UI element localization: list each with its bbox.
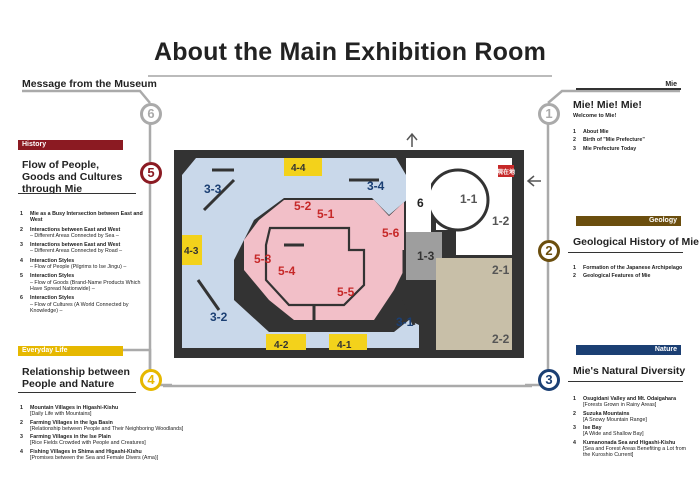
section-6-marker: 6 — [140, 103, 162, 125]
geology-tag: Geology — [576, 216, 681, 226]
label-6: 6 — [417, 196, 424, 210]
label-3-2: 3-2 — [210, 310, 228, 324]
history-title: Flow of People, Goods and Cultures throu… — [22, 159, 123, 195]
zone-2 — [436, 258, 512, 350]
everyday-life-rule — [18, 392, 136, 393]
floor-map: 現在地 1-1 1-2 1-3 6 2-1 2-2 3-1 3-2 3-3 3-… — [174, 150, 524, 358]
exit-arrow-icon — [406, 132, 418, 147]
entrance-arrow-icon — [526, 175, 541, 187]
label-2-2: 2-2 — [492, 332, 510, 346]
mie-subtitle: Welcome to Mie! — [573, 113, 617, 119]
page-title: About the Main Exhibition Room — [153, 38, 547, 66]
section-1-marker: 1 — [538, 103, 560, 125]
zone-4-1 — [329, 334, 367, 350]
zone-1-rotunda — [426, 168, 490, 232]
nature-title: Mie's Natural Diversity — [573, 365, 686, 377]
nature-tag: Nature — [576, 345, 681, 355]
label-5-2: 5-2 — [294, 199, 312, 213]
you-are-here-marker — [498, 165, 514, 177]
section-2-marker: 2 — [538, 240, 560, 262]
zone-5-inner — [264, 226, 366, 307]
section-3-marker: 3 — [538, 369, 560, 391]
label-1-1: 1-1 — [460, 192, 478, 206]
label-5-1: 5-1 — [317, 207, 335, 221]
title-divider — [148, 75, 552, 77]
label-3-4: 3-4 — [367, 179, 385, 193]
nature-rule — [568, 381, 683, 382]
label-5-4: 5-4 — [278, 264, 296, 278]
history-rule — [18, 193, 136, 194]
label-2-1: 2-1 — [492, 263, 510, 277]
label-5-3: 5-3 — [254, 252, 272, 266]
label-3-3: 3-3 — [204, 182, 222, 196]
everyday-life-tag: Everyday Life — [18, 346, 123, 356]
label-1-2: 1-2 — [492, 214, 510, 228]
label-4-2: 4-2 — [274, 340, 289, 351]
section-4-marker: 4 — [140, 369, 162, 391]
label-1-3: 1-3 — [417, 249, 435, 263]
history-tag: History — [18, 140, 123, 150]
you-are-here-label: 現在地 — [497, 168, 515, 176]
label-5-6: 5-6 — [382, 226, 400, 240]
label-4-4: 4-4 — [291, 163, 306, 174]
zone-4-3 — [182, 235, 202, 265]
label-3-1: 3-1 — [396, 315, 414, 329]
label-4-1: 4-1 — [337, 340, 352, 351]
mie-tag: Mie — [576, 80, 681, 90]
mie-title: Mie! Mie! Mie! — [573, 99, 642, 111]
everyday-life-title: Relationship between People and Nature — [22, 366, 130, 390]
zone-4-2 — [266, 334, 306, 350]
geology-rule — [568, 252, 683, 253]
label-4-3: 4-3 — [184, 246, 199, 257]
zone-3 — [182, 158, 419, 348]
zone-4-4 — [284, 158, 322, 176]
zone-6 — [406, 158, 431, 238]
section-5-marker: 5 — [140, 162, 162, 184]
label-5-5: 5-5 — [337, 285, 355, 299]
geology-title: Geological History of Mie — [573, 236, 700, 248]
museum-message-title: Message from the Museum — [22, 78, 157, 90]
